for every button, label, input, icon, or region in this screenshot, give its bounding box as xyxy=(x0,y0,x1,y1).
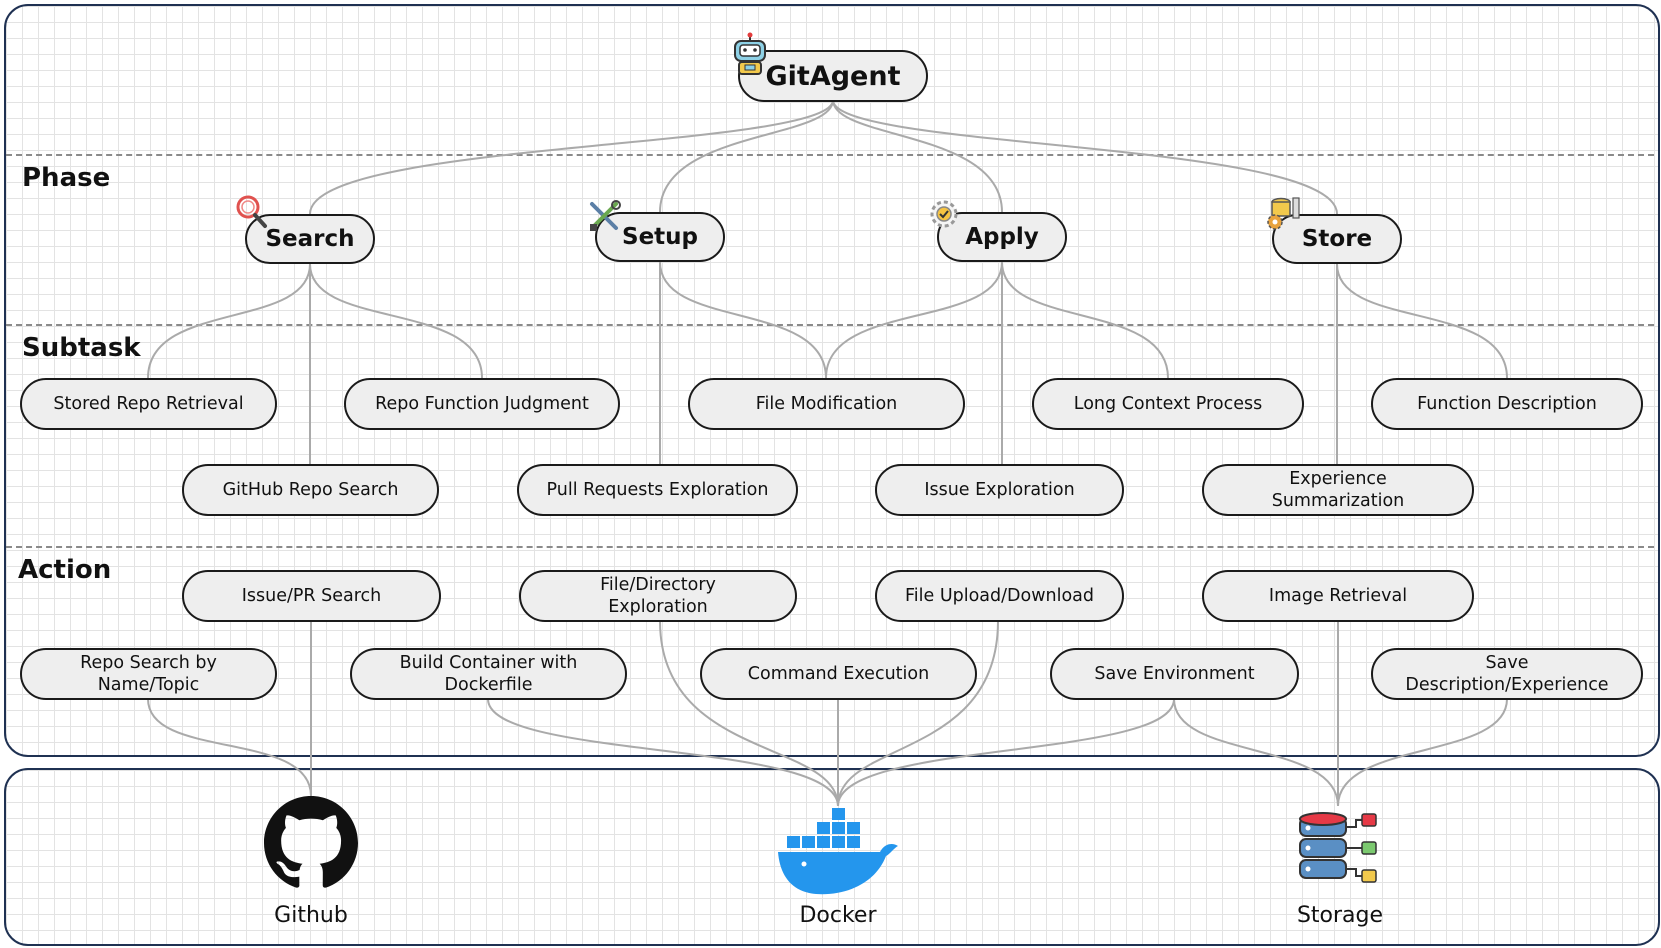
subtask-label: Experience Summarization xyxy=(1271,469,1405,511)
section-label-action: Action xyxy=(18,555,112,585)
phase-setup-label: Setup xyxy=(622,224,698,250)
action-image-retrieval: Image Retrieval xyxy=(1202,570,1474,622)
phase-setup: Setup xyxy=(595,212,725,262)
tools-icon xyxy=(590,200,621,231)
resource-label-storage: Storage xyxy=(1296,903,1384,928)
database-gear-icon xyxy=(1267,197,1300,230)
subtask-stored-repo-retrieval: Stored Repo Retrieval xyxy=(20,378,277,430)
section-label-subtask: Subtask xyxy=(22,333,141,363)
subtask-experience-summarization: Experience Summarization xyxy=(1202,464,1474,516)
subtask-divider xyxy=(6,324,1654,326)
action-save-description-experience: Save Description/Experience xyxy=(1371,648,1643,700)
action-save-environment: Save Environment xyxy=(1050,648,1299,700)
subtask-github-repo-search: GitHub Repo Search xyxy=(182,464,439,516)
action-issue-pr-search: Issue/PR Search xyxy=(182,570,441,622)
action-label: Image Retrieval xyxy=(1268,586,1408,606)
phase-search: Search xyxy=(245,214,375,264)
magnifier-icon xyxy=(236,195,267,228)
action-label: Build Container with Dockerfile xyxy=(399,653,578,695)
phase-apply: Apply xyxy=(937,212,1067,262)
subtask-label: Repo Function Judgment xyxy=(375,394,589,414)
phase-store-label: Store xyxy=(1301,226,1373,252)
subtask-file-modification: File Modification xyxy=(688,378,965,430)
action-divider xyxy=(6,546,1654,548)
subtask-label: GitHub Repo Search xyxy=(222,480,399,500)
subtask-label: Function Description xyxy=(1417,394,1597,414)
action-file-upload-download: File Upload/Download xyxy=(875,570,1124,622)
action-label: Issue/PR Search xyxy=(241,586,382,606)
root-node: GitAgent xyxy=(738,50,928,102)
subtask-long-context-process: Long Context Process xyxy=(1032,378,1304,430)
gear-icon xyxy=(930,200,958,228)
phase-search-label: Search xyxy=(265,226,355,252)
resource-label-github: Github xyxy=(274,903,348,928)
action-label: Command Execution xyxy=(747,664,930,684)
subtask-pull-requests-exploration: Pull Requests Exploration xyxy=(517,464,798,516)
action-repo-search-by-name-topic: Repo Search by Name/Topic xyxy=(20,648,277,700)
resource-label-docker: Docker xyxy=(799,903,877,928)
subtask-function-description: Function Description xyxy=(1371,378,1643,430)
subtask-label: Stored Repo Retrieval xyxy=(53,394,244,414)
action-label: Save Description/Experience xyxy=(1405,653,1609,695)
github-icon xyxy=(264,796,358,888)
action-command-execution: Command Execution xyxy=(700,648,977,700)
phase-divider xyxy=(6,154,1654,156)
subtask-label: Long Context Process xyxy=(1073,394,1263,414)
subtask-repo-function-judgment: Repo Function Judgment xyxy=(344,378,620,430)
action-file-directory-exploration: File/Directory Exploration xyxy=(519,570,797,622)
subtask-label: Pull Requests Exploration xyxy=(546,480,769,500)
root-label: GitAgent xyxy=(765,60,901,92)
robot-icon xyxy=(734,32,766,75)
docker-icon xyxy=(778,808,898,895)
subtask-issue-exploration: Issue Exploration xyxy=(875,464,1124,516)
action-label: Repo Search by Name/Topic xyxy=(80,653,217,695)
storage-icon xyxy=(1299,812,1377,883)
action-build-container: Build Container with Dockerfile xyxy=(350,648,627,700)
subtask-label: File Modification xyxy=(755,394,898,414)
phase-store: Store xyxy=(1272,214,1402,264)
action-label: File Upload/Download xyxy=(904,586,1095,606)
phase-apply-label: Apply xyxy=(965,224,1039,250)
subtask-label: Issue Exploration xyxy=(924,480,1075,500)
action-label: Save Environment xyxy=(1094,664,1255,684)
action-label: File/Directory Exploration xyxy=(600,575,716,617)
section-label-phase: Phase xyxy=(22,163,111,193)
